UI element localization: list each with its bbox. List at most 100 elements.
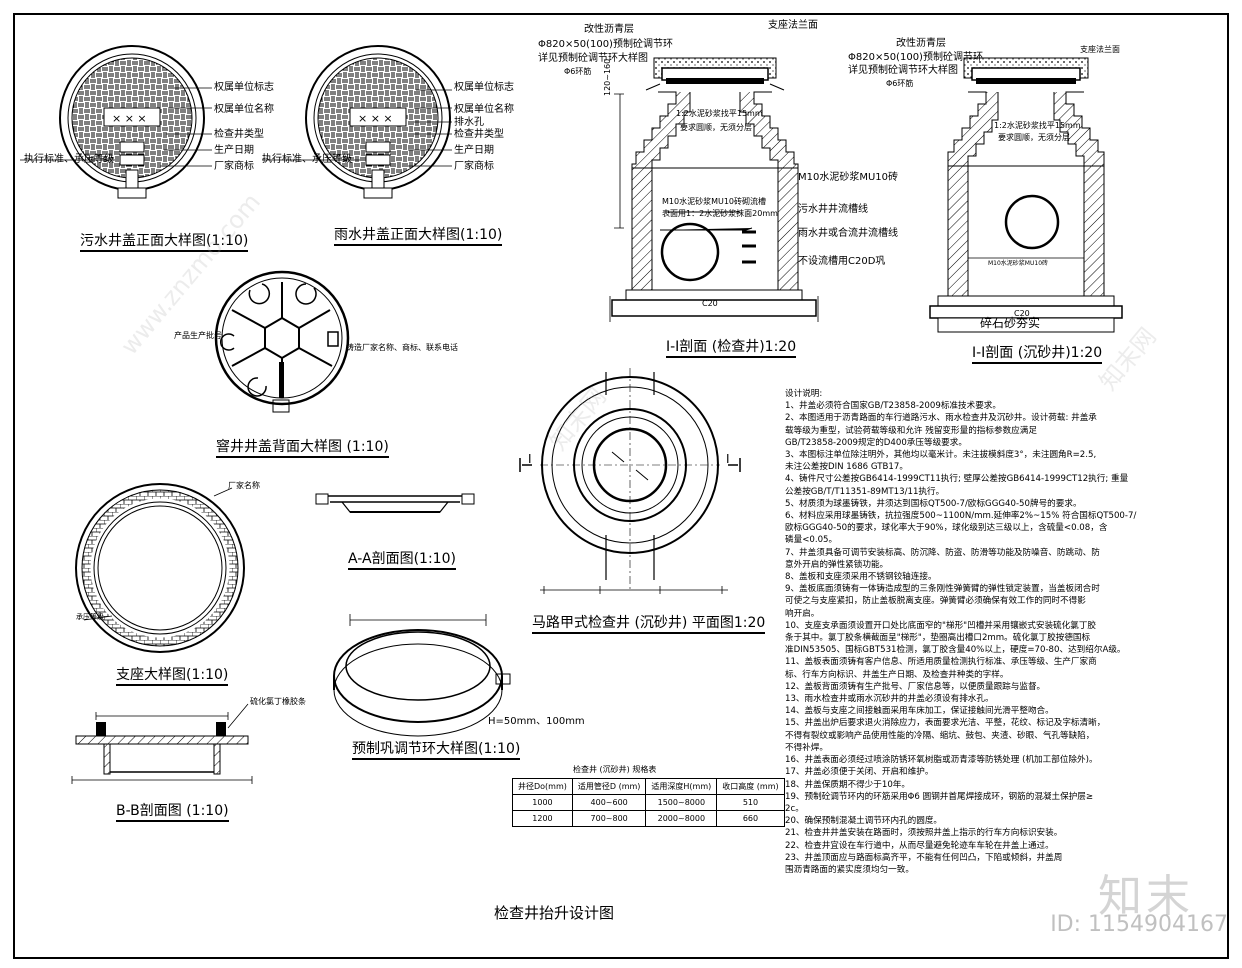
design-note-line: 欧标GGG40-50的要求，球化率大于90%，球化级别达三级以上，含硫量<0.0… [785,523,1108,534]
sand-label-smooth: 要求圆顺，无须分层 [998,133,1070,142]
insp-label-rebar: Φ6环筋 [564,67,592,76]
sewage-cover-drawing: × × × [20,45,212,199]
cover-back-title: 窨井井盖背面大样图 (1:10) [216,436,389,458]
rain-label-brand: 厂家商标 [454,161,494,172]
insp-label-asphalt: 改性沥青层 [584,24,634,35]
design-note-line: 3、本图标注单位除注明外，其他均以毫米计。未注拔模斜度3°，未注圆角R=2.5, [785,450,1097,461]
section-aa-drawing [315,493,475,513]
section-bb-label-gasket: 硫化氯丁橡胶条 [250,697,306,706]
design-note-line: 准DIN53505、国标GBT531检测，氯丁胶含量40%以上，硬度=70-80… [785,645,1126,656]
seat-title: 支座大样图(1:10) [116,664,229,686]
cover-back-label-maker: 铸造厂家名称、商标、联系电话 [346,343,458,352]
design-note-line: 意外开启的弹性紧锁功能。 [785,559,889,570]
plan-mark-right: I [726,452,730,466]
design-note-line: 14、盖板与支座之间接触面采用车床加工，保证接触间光滑平整吻合。 [785,706,1054,717]
sand-label-mortar: 1:2水泥砂浆找平15mm [994,121,1081,130]
section-sand-title: I-I剖面 (沉砂井)1:20 [972,342,1103,364]
design-note-line: GB/T23858-2009规定的D400承压等级要求。 [785,437,967,448]
sewage-label-brand: 厂家商标 [214,161,254,172]
cover-back-label-batch: 产品生产批号 [174,331,222,340]
spec-cell: 2000~8000 [645,810,718,827]
design-note-line: 10、支座支承面须设置开口处比底面窄的"梯形"凹槽并采用镶嵌式安装硫化氯丁胶 [785,620,1097,631]
rain-label-owner-mark: 权属单位标志 [454,82,514,93]
design-note-line: 4、铸件尺寸公差按GB6414-1999CT11执行; 壁厚公差按GB6414-… [785,474,1129,485]
design-note-line: 6、材料应采用球墨铸铁，抗拉强度500~1100N/mm.延伸率2%~15% 符… [785,511,1137,522]
spec-table-caption: 检查井 (沉砂井) 规格表 [573,765,657,774]
sand-label-brick: M10水泥砂浆MU10砖 [988,260,1049,267]
design-note-line: 1、井盖必须符合国家GB/T23858-2009标准技术要求。 [785,401,1001,412]
svg-text:× × ×: × × × [112,112,147,125]
section-inspection-title: I-I剖面 (检查井)1:20 [666,336,797,358]
design-note-line: 22、检查井宜设在车行道中，从而尽量避免轮迹车车轮在井盖上通过。 [785,840,1054,851]
seat-label-grade: 承压等级 [76,613,104,621]
insp-label-brick: M10水泥砂浆MU10砖 [798,172,899,183]
plan-view-title: 马路甲式检查井 (沉砂井) 平面图1:20 [532,612,766,634]
precast-ring-title: 预制巩调节环大样图(1:10) [352,738,521,760]
design-note-line: 16、井盖表面必须经过喷涂防锈环氧树脂或沥青漆等防锈处理 (机加工部位除外)。 [785,755,1098,766]
insp-label-smooth: 要求圆顺，无须分层 [680,123,752,132]
rain-label-date: 生产日期 [454,145,494,156]
insp-label-flange: 支座法兰面 [768,20,818,31]
spec-header-cell: 井径Do(mm) [512,778,573,795]
sewage-label-owner-name: 权属单位名称 [214,104,274,115]
spec-cell: 1500~8000 [645,794,718,811]
design-note-line: 21、检查井井盖安装在路面时，须按照井盖上指示的行车方向标识安装。 [785,828,1063,839]
design-notes: 设计说明: 1、井盖必须符合国家GB/T23858-2009标准技术要求。2、本… [785,388,1197,876]
design-note-line: 响开启。 [785,608,820,619]
rain-cover-drawing: × × × [262,45,452,199]
design-note-line: 23、井盖顶面应与路面标高齐平，不能有任何凹凸，下陷或倾斜，井盖周 [785,852,1063,863]
sand-label-flange: 支座法兰面 [1080,45,1120,54]
design-note-line: 条于其中。氯丁胶条横截面呈"梯形"，垫圈高出槽口2mm。硫化氯丁胶按德国标 [785,633,1091,644]
design-note-line: 未注公差按DIN 1686 GTB17。 [785,462,908,473]
design-note-line: 13、雨水检查井或雨水沉砂井的井盖必须设有排水孔。 [785,694,994,705]
design-note-line: 15、井盖出炉后要求退火消除应力，表面要求光洁、平整，花纹、标记及字标清晰， [785,718,1106,729]
spec-table-header-row: 井径Do(mm) 适用管径D (mm) 适用深度H(mm) 收口高度 (mm) [512,778,785,795]
rain-label-standard: 执行标准、承压等级 [262,154,352,165]
rain-cover-title: 雨水井盖正面大样图(1:10) [334,224,503,246]
design-note-line: 磷量<0.05。 [785,535,838,546]
sand-label-asphalt: 改性沥青层 [896,38,946,49]
rain-label-well-type: 检查井类型 [454,129,504,140]
plan-view-drawing [519,368,741,594]
insp-label-height: 120~160 [603,58,612,96]
sheet-border [13,13,1229,959]
design-note-line: 7、井盖须具备可调节安装标高、防沉降、防盗、防滑等功能及防噪音、防跳动、防 [785,547,1100,558]
insp-label-ring-ref: 详见预制砼调节环大样图 [538,53,648,64]
cover-back-drawing [214,270,350,413]
design-note-line: 不得有裂纹或影响产品使用性能的冷隔、缩坑、鼓包、夹渣、砂眼、气孔等缺陷， [785,730,1095,741]
insp-label-plaster: 表面用1：2水泥砂浆抹面20mm [662,209,778,218]
spec-cell: 660 [716,810,785,827]
design-note-line: 载等级为重型，试验荷载等级和允许 残留变形量的指标参数应满足 [785,425,1037,436]
design-note-line: 19、预制砼调节环内的环筋采用Φ6 圆钢并首尾焊接成环，钢筋的混凝土保护层≥ [785,791,1094,802]
sewage-label-owner-mark: 权属单位标志 [214,82,274,93]
sewage-label-well-type: 检查井类型 [214,129,264,140]
table-row: 1200 700~800 2000~8000 660 [512,810,785,827]
sand-label-c20: C20 [1014,309,1030,318]
sand-label-gravel: 碎石砂夯实 [980,316,1041,330]
design-notes-lines: 1、井盖必须符合国家GB/T23858-2009标准技术要求。2、本图适用于沥青… [785,400,1197,876]
plan-mark-left: I [528,452,532,466]
design-note-line: 18、井盖保质期不得少于10年。 [785,779,910,790]
image-id-tag: ID: 1154904167 [1050,912,1228,937]
spec-header-cell: 适用管径D (mm) [571,778,647,795]
spec-cell: 1200 [512,810,573,827]
design-note-line: 12、盖板背面须铸有生产批号、厂家信息等，以便质量跟踪与监督。 [785,681,1046,692]
design-note-line: 20、确保预制混凝土调节环内孔的圆度。 [785,816,943,827]
design-note-line: 不得补焊。 [785,742,828,753]
spec-cell: 700~800 [571,810,647,827]
sewage-cover-title: 污水井盖正面大样图(1:10) [80,230,249,252]
rain-label-drain-hole: 排水孔 [454,117,484,128]
design-note-line: 标、行车方向标识、井盖生产日期、及检查井种类的字样。 [785,669,1009,680]
design-note-line: 8、盖板和支座须采用不锈钢铰轴连接。 [785,572,937,583]
design-note-line: 2c。 [785,803,804,814]
insp-label-mortar: 1:2水泥砂浆找平15mm [676,109,763,118]
sheet-title: 检查井抬升设计图 [494,904,615,922]
spec-cell: 400~600 [571,794,647,811]
precast-ring-height-note: H=50mm、100mm [488,716,585,727]
design-note-line: 11、盖板表面须铸有客户信息、所适用质量检测执行标准、承压等级、生产厂家商 [785,657,1097,668]
design-note-line: 2、本图适用于沥青路面的车行道路污水、雨水检查井及沉砂井。设计荷载: 井盖承 [785,413,1097,424]
spec-table: 井径Do(mm) 适用管径D (mm) 适用深度H(mm) 收口高度 (mm) … [512,778,785,827]
design-note-line: 围沥青路面的紧实度须均匀一致。 [785,864,914,875]
table-row: 1000 400~600 1500~8000 510 [512,794,785,811]
